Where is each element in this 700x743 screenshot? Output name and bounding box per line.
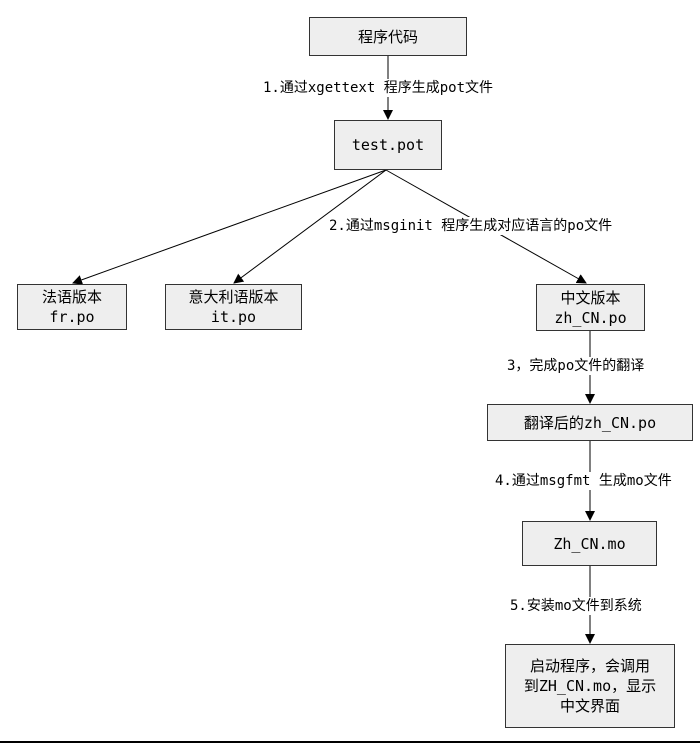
- node-run-program: 启动程序，会调用 到ZH_CN.mo，显示 中文界面: [505, 644, 675, 728]
- arrow-pot-to-it: [233, 169, 387, 284]
- node-filename: it.po: [210, 308, 257, 326]
- node-label-line-2: 到ZH_CN.mo，显示: [523, 677, 657, 695]
- node-label-line-1: 启动程序，会调用: [529, 657, 650, 675]
- node-label: 程序代码: [357, 27, 418, 46]
- node-filename: zh_CN.po: [554, 308, 627, 327]
- step-4-label: 4.通过msgfmt 生成mo文件: [493, 472, 674, 490]
- node-label-line-3: 中文界面: [559, 697, 620, 715]
- node-filename: fr.po: [49, 308, 95, 326]
- node-pot-file: test.pot: [334, 120, 442, 170]
- node-label: 中文版本: [560, 288, 621, 307]
- node-chinese-po: 中文版本 zh_CN.po: [536, 284, 645, 331]
- node-translated-po: 翻译后的zh_CN.po: [487, 404, 693, 441]
- node-label: 翻译后的zh_CN.po: [523, 413, 657, 432]
- step-5-label: 5.安装mo文件到系统: [508, 597, 644, 615]
- node-label: test.pot: [351, 136, 425, 154]
- step-2-label: 2.通过msginit 程序生成对应语言的po文件: [327, 217, 615, 235]
- node-italian-po: 意大利语版本 it.po: [165, 284, 302, 330]
- node-label: 法语版本: [41, 288, 102, 306]
- step-3-label: 3，完成po文件的翻译: [505, 357, 647, 375]
- node-label: 意大利语版本: [188, 288, 279, 306]
- node-french-po: 法语版本 fr.po: [17, 284, 127, 330]
- step-1-label: 1.通过xgettext 程序生成pot文件: [261, 79, 496, 97]
- bottom-border: [0, 741, 700, 743]
- node-source-code: 程序代码: [309, 17, 467, 56]
- node-label: Zh_CN.mo: [553, 534, 626, 553]
- arrow-pot-to-fr: [72, 169, 387, 285]
- node-mo-file: Zh_CN.mo: [522, 521, 657, 566]
